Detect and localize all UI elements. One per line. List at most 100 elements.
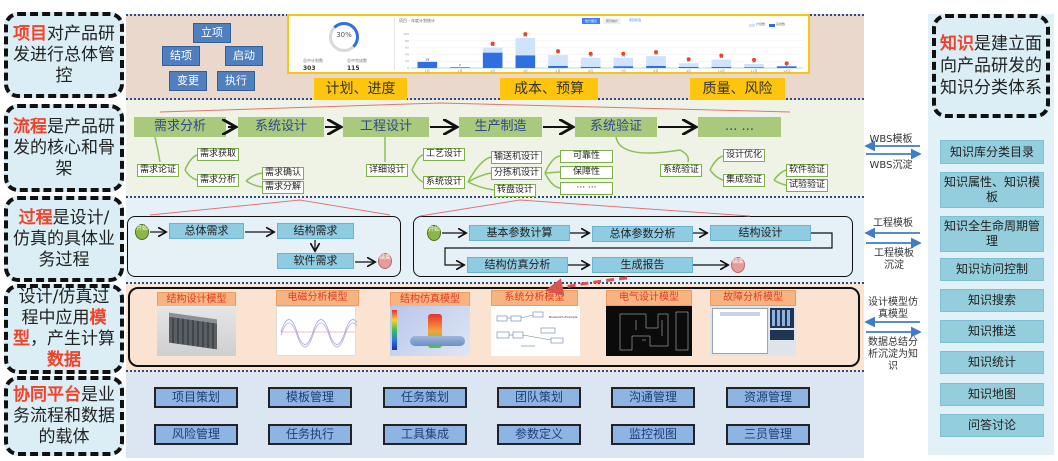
dashboard-divider	[394, 18, 395, 70]
platform-three-admins[interactable]: 三员管理	[726, 424, 810, 445]
platform-task-planning[interactable]: 任务策划	[383, 387, 467, 408]
model-image-em[interactable]	[276, 306, 362, 356]
knowledge-lifecycle[interactable]: 知识全生命周期管理	[940, 216, 1044, 252]
x-tick-label: 1月	[425, 69, 430, 73]
lifecycle-change[interactable]: 变更	[169, 71, 207, 91]
sub-req-confirm[interactable]: 需求确认	[262, 167, 305, 180]
label-eng-deposit: 工程模板沉淀	[874, 248, 914, 271]
platform-communication[interactable]: 沟通管理	[611, 387, 695, 408]
knowledge-push[interactable]: 知识推送	[940, 320, 1044, 343]
platform-monitor-view[interactable]: 监控视图	[611, 424, 695, 445]
tag-schedule: 计划、进度	[314, 78, 407, 100]
x-tick-label: 6月	[588, 69, 593, 73]
sub-req-analysis[interactable]: 需求分析	[197, 174, 240, 187]
bar-done	[744, 67, 764, 68]
knowledge-statistics[interactable]: 知识统计	[940, 351, 1044, 374]
risk-marker	[621, 51, 626, 56]
label-knowledge: 知识是建立面向产品研发的知识分类体系	[932, 14, 1050, 118]
phase-manufacturing[interactable]: 生产制造	[459, 117, 542, 137]
sub-design-optimization[interactable]: 设计优化	[723, 149, 766, 162]
phase-more[interactable]: ... ...	[698, 117, 781, 137]
knowledge-search[interactable]: 知识搜索	[940, 289, 1044, 312]
step-structure-design[interactable]: 结构设计	[710, 225, 811, 241]
y-tick-label: 60	[405, 46, 409, 50]
sub-test-verification[interactable]: 试验验证	[786, 179, 829, 192]
label-eng-template: 工程模板	[873, 218, 913, 229]
legend-plan: 计划数	[756, 22, 766, 26]
platform-project-planning[interactable]: 项目策划	[154, 387, 238, 408]
sub-turntable-design[interactable]: 转盘设计	[494, 184, 537, 197]
model-image-structure[interactable]	[157, 306, 236, 356]
step-report[interactable]: 生成报告	[592, 257, 693, 273]
model-image-electrical[interactable]	[606, 306, 692, 356]
platform-resource[interactable]: 资源管理	[726, 387, 810, 408]
sub-more[interactable]: ··· ···	[560, 182, 613, 195]
step-overall-params[interactable]: 总体参数分析	[592, 226, 693, 242]
sub-supportability[interactable]: 保障性	[560, 166, 613, 179]
bar-chart: 020406080100181月22月603月884月385月306月307月3…	[403, 32, 803, 73]
progress-percent: 30%	[336, 31, 352, 39]
platform-param-def[interactable]: 参数定义	[497, 424, 581, 445]
chart-btn-stats[interactable]: 统计图表	[582, 18, 601, 24]
model-frame	[128, 287, 860, 367]
chart-btn-filter[interactable]: 项目筛选	[629, 18, 642, 22]
platform-template-mgmt[interactable]: 模板管理	[268, 387, 352, 408]
model-title-system: 系统分析模型	[491, 290, 578, 306]
phase-requirements[interactable]: 需求分析	[134, 117, 226, 137]
knowledge-qa[interactable]: 问答讨论	[940, 414, 1044, 437]
legend-plan-swatch	[749, 24, 755, 27]
platform-team-planning[interactable]: 团队策划	[497, 387, 581, 408]
y-tick-label: 20	[405, 59, 409, 63]
label-model-in: 设计模型仿真模型	[868, 297, 918, 320]
end-node-1: 结束	[378, 253, 392, 269]
sub-software-verification[interactable]: 软件验证	[786, 164, 829, 177]
step-basic-params[interactable]: 基本参数计算	[469, 225, 570, 241]
sub-process-design[interactable]: 工艺设计	[423, 148, 466, 161]
risk-marker	[588, 51, 593, 56]
model-image-system[interactable]: Bluetooth Example	[491, 306, 580, 356]
sub-sorter-design[interactable]: 分拣机设计	[491, 167, 543, 180]
label-model: 设计/仿真过程中应用模型，产生计算数据	[4, 284, 124, 374]
step-software-req[interactable]: 软件需求	[277, 253, 354, 269]
label-data-out: 数据总结分析沉淀为知识	[868, 337, 918, 372]
knowledge-access-control[interactable]: 知识访问控制	[940, 258, 1044, 281]
lifecycle-start[interactable]: 启动	[225, 46, 263, 66]
platform-tool-integration[interactable]: 工具集成	[383, 424, 467, 445]
step-overall-req[interactable]: 总体需求	[169, 223, 244, 239]
chart-btn-monthly[interactable]: 按月统计	[603, 18, 622, 24]
tag-quality: 质量、风险	[690, 78, 785, 100]
sub-reliability[interactable]: 可靠性	[560, 150, 613, 163]
sub-req-acquire[interactable]: 需求获取	[197, 148, 240, 161]
knowledge-catalog[interactable]: 知识库分类目录	[940, 140, 1044, 164]
model-image-fault[interactable]	[710, 306, 796, 356]
step-structure-sim[interactable]: 结构仿真分析	[467, 257, 568, 273]
lifecycle-execute[interactable]: 执行	[217, 71, 255, 91]
tag-cost: 成本、预算	[500, 78, 598, 100]
sub-req-decompose[interactable]: 需求分解	[262, 181, 305, 194]
chart-title: 项目 - 年度计划统计	[399, 18, 435, 23]
phase-verification[interactable]: 系统验证	[575, 117, 657, 137]
lifecycle-close[interactable]: 结项	[162, 46, 200, 66]
progress-ring-fill	[329, 22, 359, 52]
sub-detail-design[interactable]: 详细设计	[366, 164, 409, 177]
bar-done	[678, 66, 699, 68]
label-workflow: 过程是设计/仿真的具体业务过程	[4, 196, 124, 282]
step-structure-req[interactable]: 结构需求	[277, 223, 354, 239]
end-node-2: 结束	[731, 257, 745, 273]
model-image-structure-sim[interactable]	[390, 306, 470, 356]
knowledge-attributes[interactable]: 知识属性、知识模板	[940, 172, 1044, 208]
phase-engineering[interactable]: 工程设计	[343, 117, 429, 137]
sub-req-demonstration[interactable]: 需求论证	[137, 164, 180, 177]
bar-done	[450, 67, 470, 68]
sub-system-verification[interactable]: 系统验证	[660, 164, 703, 177]
risk-marker	[784, 61, 789, 66]
platform-task-exec[interactable]: 任务执行	[268, 424, 352, 445]
sub-integration-verification[interactable]: 集成验证	[723, 174, 766, 187]
x-tick-label: 9月	[686, 69, 691, 73]
sub-conveyor-design[interactable]: 输送机设计	[491, 151, 543, 164]
platform-risk[interactable]: 风险管理	[154, 424, 238, 445]
phase-system-design[interactable]: 系统设计	[238, 117, 324, 137]
knowledge-map[interactable]: 知识地图	[940, 383, 1044, 406]
sub-system-design[interactable]: 系统设计	[423, 176, 466, 189]
lifecycle-initiate[interactable]: 立项	[193, 23, 231, 43]
